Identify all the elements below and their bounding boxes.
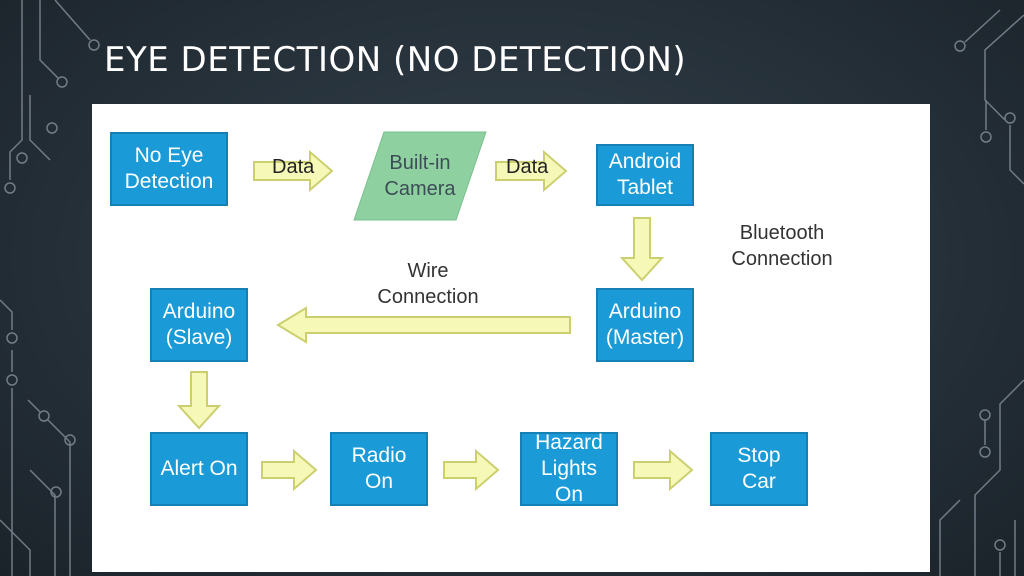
node-android-tablet: Android Tablet: [596, 144, 694, 206]
diagram-panel: No Eye Detection Data Built-in Camera Da…: [92, 104, 930, 572]
node-hazard-lights-on: Hazard Lights On: [520, 431, 618, 506]
flow-arrows: [176, 131, 694, 492]
node-arduino-slave: Arduino (Slave): [150, 288, 248, 362]
edge-label-data-1: Data: [272, 156, 315, 178]
slide-title: EYE DETECTION (NO DETECTION): [104, 40, 687, 80]
node-radio-on: Radio On: [330, 432, 428, 506]
arrow-slave-down: [176, 371, 222, 430]
node-arduino-master: Arduino (Master): [596, 288, 694, 362]
edge-label-wire: Wire Connection: [377, 260, 479, 308]
node-stop-car: Stop Car: [710, 432, 808, 506]
arrow-alert-radio: [261, 448, 318, 492]
camera-shape: [353, 131, 487, 221]
arrow-bluetooth-down: [619, 217, 665, 282]
arrow-data-2: [495, 149, 568, 193]
arrow-data-1: [253, 149, 334, 193]
node-no-eye-detection: No Eye Detection: [110, 132, 228, 206]
arrow-wire-left: [276, 306, 571, 344]
edge-label-bluetooth: Bluetooth Connection: [731, 222, 833, 270]
arrow-hazard-stop: [633, 448, 694, 492]
edge-label-data-2: Data: [506, 156, 549, 178]
node-built-in-camera: Built-in Camera: [384, 152, 456, 200]
arrow-radio-hazard: [443, 448, 500, 492]
node-alert-on: Alert On: [150, 432, 248, 506]
